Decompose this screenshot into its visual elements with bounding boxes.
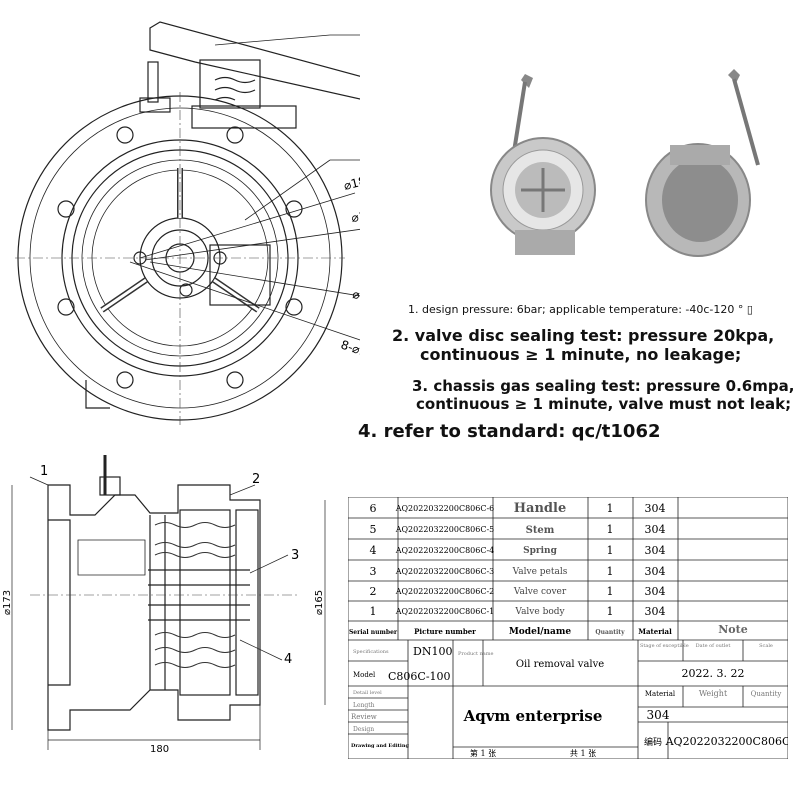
header-quantity: Quantity xyxy=(595,629,625,636)
row-5-material: 304 xyxy=(645,523,666,536)
header-picture: Picture number xyxy=(414,627,476,636)
model-label: Model xyxy=(353,671,376,679)
product-photo-front xyxy=(490,74,596,255)
dim-173: ⌀173 xyxy=(350,207,360,225)
product-value: Oil removal valve xyxy=(516,659,604,670)
bom-row-4: 4 AQ2022032200C806C-4 Spring 1 304 xyxy=(370,544,666,557)
dim-section-165: ⌀165 xyxy=(314,590,325,615)
bom-row-3: 3 AQ2022032200C806C-3 Valve petals 1 304 xyxy=(370,565,666,578)
bom-row-6: 6 AQ2022032200C806C-6 Handle 1 304 xyxy=(370,501,666,516)
spec-value: DN100 xyxy=(413,645,452,658)
bom-row-2: 2 AQ2022032200C806C-2 Valve cover 1 304 xyxy=(370,585,666,598)
row-2-qty: 1 xyxy=(607,585,614,598)
row-4-picture: AQ2022032200C806C-4 xyxy=(395,546,495,555)
code-value: AQ2022032200C806C xyxy=(665,735,788,748)
section-view-drawing: 1 2 3 4 ⌀173 ⌀165 180 xyxy=(2,455,326,755)
row-6-qty: 1 xyxy=(607,502,614,515)
row-1-name: Valve body xyxy=(514,607,565,617)
header-model-name: Model/name xyxy=(509,627,572,637)
row-3-name: Valve petals xyxy=(512,567,568,577)
spec-label: Specifications xyxy=(353,649,389,655)
header-serial: Serial number xyxy=(349,629,398,636)
note-2: 2. valve disc sealing test: pressure 20k… xyxy=(392,326,774,364)
material-label: Material xyxy=(645,690,676,698)
note-1: 1. design pressure: 6bar; applicable tem… xyxy=(408,303,753,316)
weight-label: Weight xyxy=(699,689,728,698)
row-1-no: 1 xyxy=(370,605,377,618)
row-5-qty: 1 xyxy=(607,523,614,536)
model-value: C806C-100 xyxy=(388,670,451,683)
header-material: Material xyxy=(638,627,672,636)
note-3: 3. chassis gas sealing test: pressure 0.… xyxy=(412,377,794,413)
side-label-detail: Detail level xyxy=(353,690,382,696)
total-text: 共 1 张 xyxy=(570,749,596,758)
bom-row-1: 1 AQ2022032200C806C-1 Valve body 1 304 xyxy=(370,605,666,618)
note-2-line-2: continuous ≥ 1 minute, no leakage; xyxy=(420,345,742,364)
row-4-qty: 1 xyxy=(607,544,614,557)
material-value: 304 xyxy=(647,708,670,722)
product-photo-back xyxy=(645,69,760,257)
balloon-4: 4 xyxy=(284,652,292,667)
sheet-text: 第 1 张 xyxy=(470,748,496,758)
note-3-line-1: 3. chassis gas sealing test: pressure 0.… xyxy=(412,377,795,395)
row-2-material: 304 xyxy=(645,585,666,598)
row-1-qty: 1 xyxy=(607,605,614,618)
scale-label: Scale xyxy=(759,643,773,649)
balloon-1: 1 xyxy=(40,464,48,479)
row-5-picture: AQ2022032200C806C-5 xyxy=(395,525,495,534)
balloon-3: 3 xyxy=(291,548,299,563)
row-6-picture: AQ2022032200C806C-6 xyxy=(395,504,495,513)
dim-150: ⌀150 xyxy=(352,287,360,305)
dim-section-173: ⌀173 xyxy=(2,590,13,615)
dim-8-11: 8-⌀11 xyxy=(339,338,360,362)
dim-section-180: 180 xyxy=(150,744,169,755)
row-2-picture: AQ2022032200C806C-2 xyxy=(395,587,495,596)
side-label-design: Design xyxy=(353,726,374,733)
outlet-label: Date of outlet xyxy=(696,643,731,649)
quantity-label: Quantity xyxy=(751,690,782,698)
date-value: 2022. 3. 22 xyxy=(682,667,745,680)
bom-row-5: 5 AQ2022032200C806C-5 Stem 1 304 xyxy=(370,523,666,536)
row-3-no: 3 xyxy=(370,565,377,578)
bom-table: 6 AQ2022032200C806C-6 Handle 1 304 5 AQ2… xyxy=(347,496,790,760)
code-label: 编码 xyxy=(644,736,662,748)
balloon-2: 2 xyxy=(252,472,260,487)
stage-label: Stage of exceptible xyxy=(640,643,689,649)
side-label-drawing: Drawing and Editing xyxy=(351,743,409,749)
dim-184: ⌀184 xyxy=(342,172,360,193)
row-5-no: 5 xyxy=(370,523,377,536)
row-3-qty: 1 xyxy=(607,565,614,578)
company-name: Aqvm enterprise xyxy=(463,707,603,725)
product-label: Product name xyxy=(458,651,494,657)
row-4-name: Spring xyxy=(523,546,557,556)
row-5-name: Stem xyxy=(526,525,555,536)
row-6-no: 6 xyxy=(370,502,377,515)
row-2-name: Valve cover xyxy=(513,587,567,597)
front-view-drawing: 6 5 ⌀184 ⌀173 ⌀150 8-⌀11 xyxy=(15,21,360,425)
header-note: Note xyxy=(718,623,747,636)
row-1-material: 304 xyxy=(645,605,666,618)
note-4: 4. refer to standard: qc/t1062 xyxy=(358,421,661,442)
row-4-material: 304 xyxy=(645,544,666,557)
side-label-review: Review xyxy=(351,713,377,721)
row-3-picture: AQ2022032200C806C-3 xyxy=(395,567,495,576)
note-3-line-2: continuous ≥ 1 minute, valve must not le… xyxy=(416,395,792,413)
row-3-material: 304 xyxy=(645,565,666,578)
side-label-length: Length xyxy=(353,702,375,709)
row-4-no: 4 xyxy=(370,544,377,557)
row-6-material: 304 xyxy=(645,502,666,515)
note-2-line-1: 2. valve disc sealing test: pressure 20k… xyxy=(392,326,775,345)
row-2-no: 2 xyxy=(370,585,377,598)
row-1-picture: AQ2022032200C806C-1 xyxy=(395,607,495,616)
row-6-name: Handle xyxy=(514,501,566,516)
